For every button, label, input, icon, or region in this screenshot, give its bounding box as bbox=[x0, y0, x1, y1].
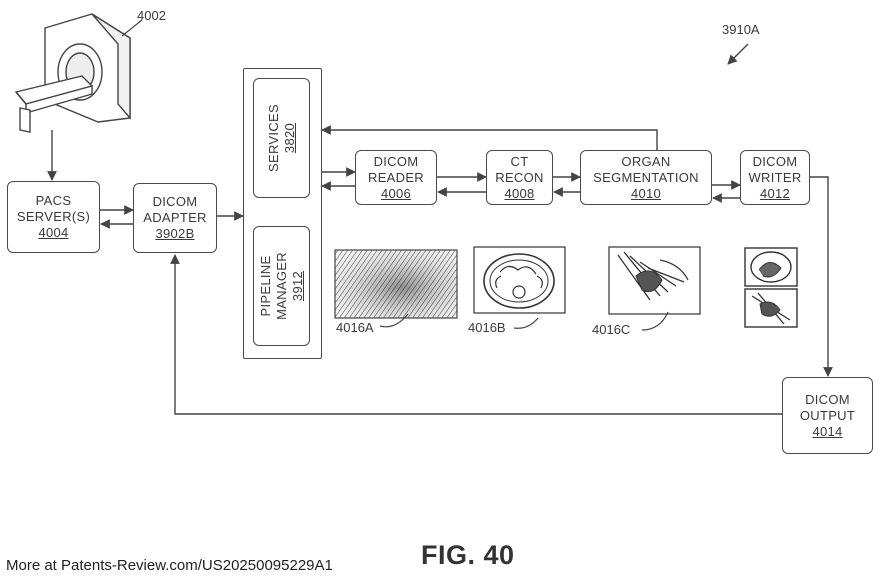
footer-source-text: More at Patents-Review.com/US20250095229… bbox=[6, 557, 333, 574]
services-box[interactable]: SERVICES 3820 bbox=[253, 78, 310, 198]
reader-line-1: DICOM bbox=[373, 153, 419, 169]
services-ref: 3820 bbox=[281, 122, 297, 154]
dicom-reader-box[interactable]: DICOM READER 4006 bbox=[355, 150, 437, 205]
writer-ref: 4012 bbox=[759, 185, 791, 201]
output-thumbnail-1 bbox=[744, 247, 798, 287]
pacs-line-2: SERVER(S) bbox=[16, 209, 91, 224]
reader-line-2: READER bbox=[368, 169, 424, 185]
dicom-writer-box[interactable]: DICOM WRITER 4012 bbox=[740, 150, 810, 205]
organ-ref: 4010 bbox=[630, 185, 662, 201]
organ-line-2: SEGMENTATION bbox=[593, 169, 699, 185]
dicom-output-box[interactable]: DICOM OUTPUT 4014 bbox=[782, 377, 873, 454]
reader-ref: 4006 bbox=[380, 185, 412, 201]
pacs-server-box[interactable]: PACS SERVER(S) 4004 bbox=[7, 181, 100, 253]
ct-slice-image bbox=[473, 246, 566, 314]
pipeline-label-group: PIPELINE MANAGER 3912 bbox=[258, 252, 306, 320]
ct-recon-box[interactable]: CT RECON 4008 bbox=[486, 150, 553, 205]
pipeline-line-2: MANAGER bbox=[273, 252, 289, 320]
scanner-ref-label: 4002 bbox=[137, 8, 166, 23]
adapter-line-1: DICOM bbox=[152, 194, 198, 209]
image-c-label: 4016C bbox=[592, 322, 631, 337]
figure-ref-label: 3910A bbox=[722, 22, 760, 37]
organ-segmentation-box[interactable]: ORGAN SEGMENTATION 4010 bbox=[580, 150, 712, 205]
pacs-line-1: PACS bbox=[35, 193, 72, 208]
recon-line-1: CT bbox=[510, 153, 529, 169]
output-ref: 4014 bbox=[812, 423, 843, 439]
segmentation-image bbox=[608, 246, 701, 315]
pacs-ref: 4004 bbox=[38, 225, 69, 240]
pipeline-ref: 3912 bbox=[289, 270, 305, 302]
writer-line-2: WRITER bbox=[748, 169, 802, 185]
adapter-line-2: ADAPTER bbox=[143, 210, 207, 225]
image-b-label: 4016B bbox=[468, 320, 506, 335]
recon-ref: 4008 bbox=[504, 185, 535, 201]
raw-scan-image bbox=[334, 249, 458, 319]
writer-line-1: DICOM bbox=[752, 153, 798, 169]
output-line-2: OUTPUT bbox=[799, 407, 856, 423]
organ-line-1: ORGAN bbox=[621, 153, 671, 169]
image-a-label: 4016A bbox=[336, 320, 374, 335]
output-line-1: DICOM bbox=[805, 391, 850, 407]
pipeline-line-1: PIPELINE bbox=[257, 255, 273, 317]
ct-scanner-illustration bbox=[14, 13, 131, 133]
recon-line-2: RECON bbox=[495, 169, 544, 185]
figure-title: FIG. 40 bbox=[421, 540, 515, 570]
dicom-adapter-box[interactable]: DICOM ADAPTER 3902B bbox=[133, 183, 217, 253]
output-thumbnail-2 bbox=[744, 288, 798, 328]
services-label-group: SERVICES 3820 bbox=[266, 104, 298, 172]
pipeline-manager-box[interactable]: PIPELINE MANAGER 3912 bbox=[253, 226, 310, 346]
adapter-ref: 3902B bbox=[155, 226, 195, 241]
services-label: SERVICES bbox=[265, 104, 281, 172]
